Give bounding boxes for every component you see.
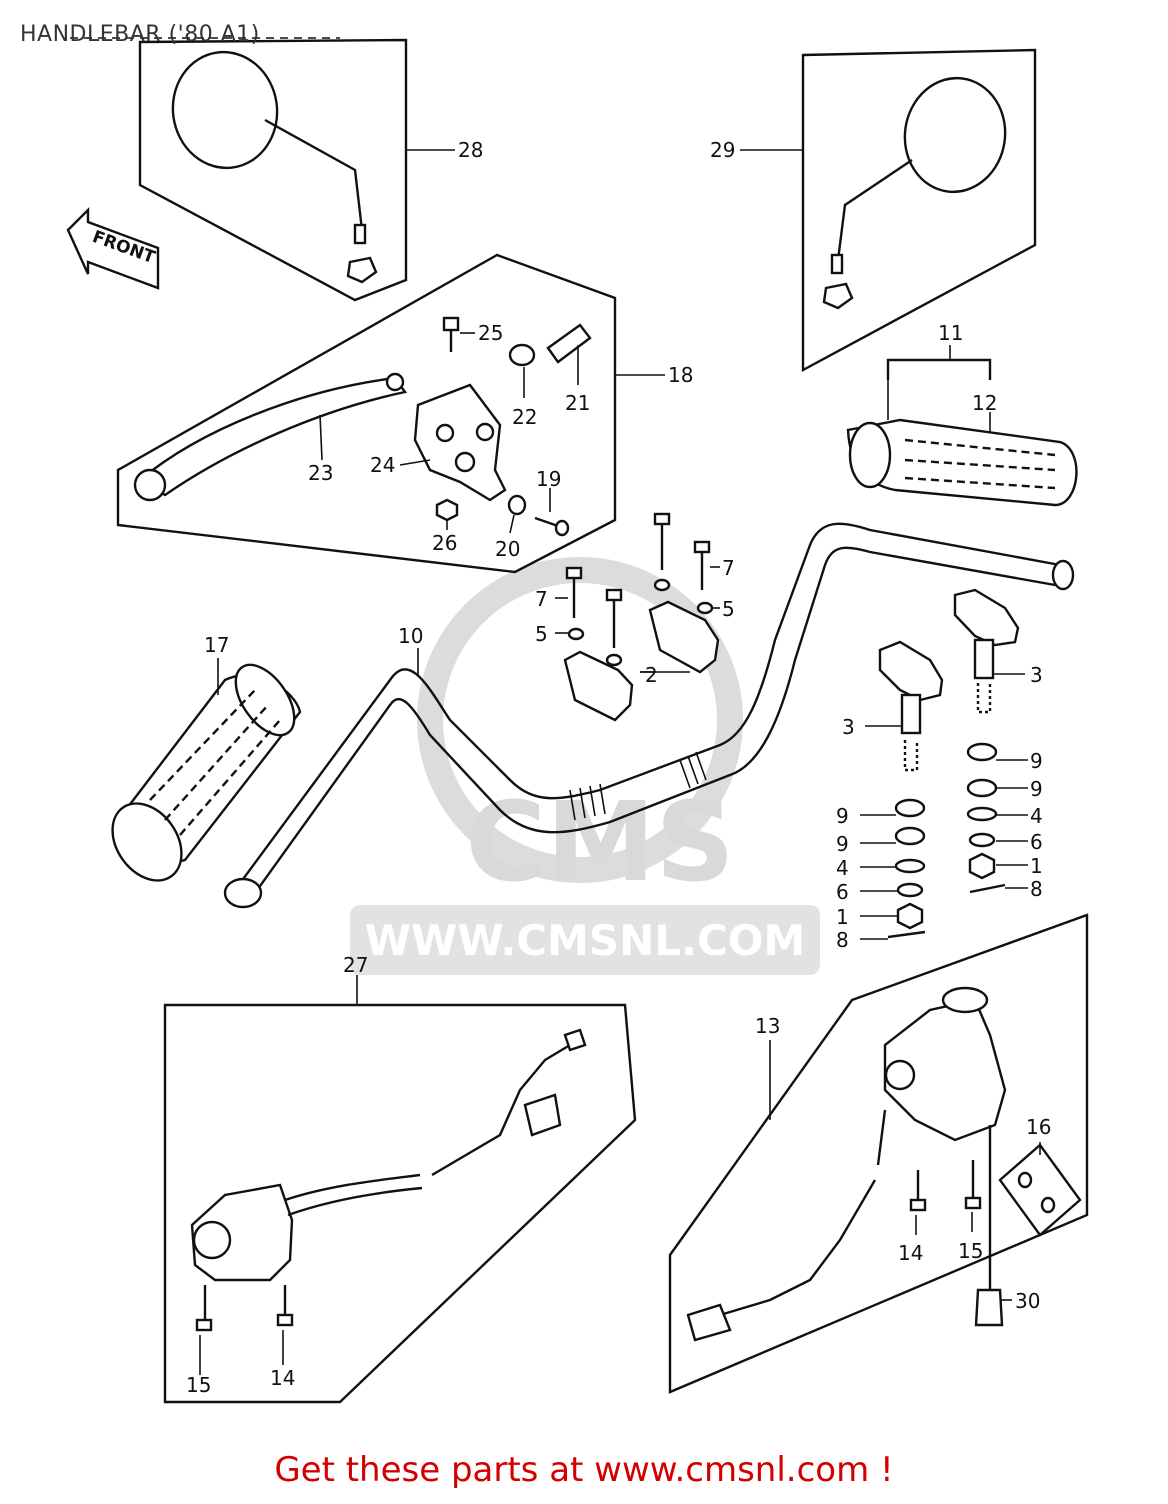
watermark: CMS WWW.CMSNL.COM xyxy=(350,557,820,975)
callout-11: 11 xyxy=(938,321,963,345)
callout-27: 27 xyxy=(343,953,368,977)
callout-30: 30 xyxy=(1015,1289,1040,1313)
handlebar-lower-edge xyxy=(249,546,1056,901)
callout-28: 28 xyxy=(458,138,483,162)
right-mirror-box xyxy=(801,48,1037,373)
holder-right xyxy=(953,588,1020,647)
right-mirror-nut xyxy=(822,282,854,310)
callout-24: 24 xyxy=(370,453,395,477)
lever-assembly-group: 18 23 24 25 22 21 26 20 xyxy=(116,253,693,574)
handlebar-upper-edge xyxy=(234,522,1061,891)
callout-6-right: 6 xyxy=(1030,830,1043,854)
callout-14-right: 14 xyxy=(898,1241,923,1265)
left-switch-group: 27 15 14 xyxy=(163,953,637,1404)
right-grip-group: 11 12 xyxy=(846,321,1078,507)
callout-4-left: 4 xyxy=(836,856,849,880)
callout-5-left: 5 xyxy=(535,622,548,646)
right-mirror-glass xyxy=(903,76,1007,194)
footer-link[interactable]: Get these parts at www.cmsnl.com ! xyxy=(274,1450,894,1490)
callout-26: 26 xyxy=(432,531,457,555)
callout-19: 19 xyxy=(536,467,561,491)
left-switch-box xyxy=(163,1003,637,1404)
callout-10: 10 xyxy=(398,624,423,648)
callout-13: 13 xyxy=(755,1014,780,1038)
callout-29: 29 xyxy=(710,138,735,162)
callout-15-left: 15 xyxy=(186,1373,211,1397)
callout-9-right-a: 9 xyxy=(1030,749,1043,773)
callout-14-left: 14 xyxy=(270,1366,295,1390)
clamp-group: 2 7 5 7 5 xyxy=(535,512,735,722)
right-mirror-thread xyxy=(830,253,844,275)
left-mirror-nut xyxy=(346,256,378,284)
callout-9-left-b: 9 xyxy=(836,832,849,856)
left-mirror-group: 28 xyxy=(70,37,483,302)
callout-21: 21 xyxy=(565,391,590,415)
handlebar-group: 10 xyxy=(223,522,1075,909)
callout-2: 2 xyxy=(645,663,658,687)
callout-25: 25 xyxy=(478,321,503,345)
callout-6-left: 6 xyxy=(836,880,849,904)
left-stack-group: 9 9 4 6 1 8 xyxy=(836,798,926,952)
callout-1-left: 1 xyxy=(836,905,849,929)
callout-5-right: 5 xyxy=(722,597,735,621)
left-mirror-glass xyxy=(171,50,279,170)
lower-clamp-left xyxy=(563,650,634,722)
right-mirror-group: 29 xyxy=(710,48,1037,373)
callout-16: 16 xyxy=(1026,1115,1051,1139)
holder-left xyxy=(878,640,944,702)
switch-plate-part xyxy=(998,1143,1082,1237)
left-mirror-stem xyxy=(264,118,364,231)
right-stack-group: 9 9 4 6 1 8 xyxy=(966,742,1043,901)
left-mirror-box xyxy=(138,38,408,302)
callout-22: 22 xyxy=(512,405,537,429)
right-mirror-stem xyxy=(836,159,913,261)
right-switch-box xyxy=(668,913,1089,1394)
callout-9-left-a: 9 xyxy=(836,804,849,828)
lower-clamp-right xyxy=(648,600,720,674)
callout-18: 18 xyxy=(668,363,693,387)
watermark-url-bg xyxy=(350,905,820,975)
callout-12: 12 xyxy=(972,391,997,415)
callout-8-left: 8 xyxy=(836,928,849,952)
callout-4-right: 4 xyxy=(1030,804,1043,828)
left-mirror-thread xyxy=(353,223,367,245)
lever-holder-part xyxy=(413,383,507,502)
callout-1-right: 1 xyxy=(1030,854,1043,878)
lever-part xyxy=(137,376,408,497)
front-arrow: FRONT xyxy=(66,207,160,290)
lever-assembly-box xyxy=(116,253,617,574)
callout-3-left: 3 xyxy=(842,715,855,739)
front-arrow-icon xyxy=(66,207,160,290)
callout-3-right: 3 xyxy=(1030,663,1043,687)
callout-8-right: 8 xyxy=(1030,877,1043,901)
left-grip-group: 17 xyxy=(111,633,302,882)
right-switch-group: 13 30 14 15 16 xyxy=(668,913,1089,1394)
page-title: HANDLEBAR ('80 A1) xyxy=(20,22,260,47)
watermark-url: WWW.CMSNL.COM xyxy=(365,916,806,965)
holder-group: 3 3 xyxy=(842,588,1043,772)
callout-7-right: 7 xyxy=(722,556,735,580)
callout-17: 17 xyxy=(204,633,229,657)
watermark-brand: CMS xyxy=(465,778,734,906)
callout-23: 23 xyxy=(308,461,333,485)
callout-7-left: 7 xyxy=(535,587,548,611)
callout-20: 20 xyxy=(495,537,520,561)
callout-15-right: 15 xyxy=(958,1239,983,1263)
callout-9-right-b: 9 xyxy=(1030,777,1043,801)
